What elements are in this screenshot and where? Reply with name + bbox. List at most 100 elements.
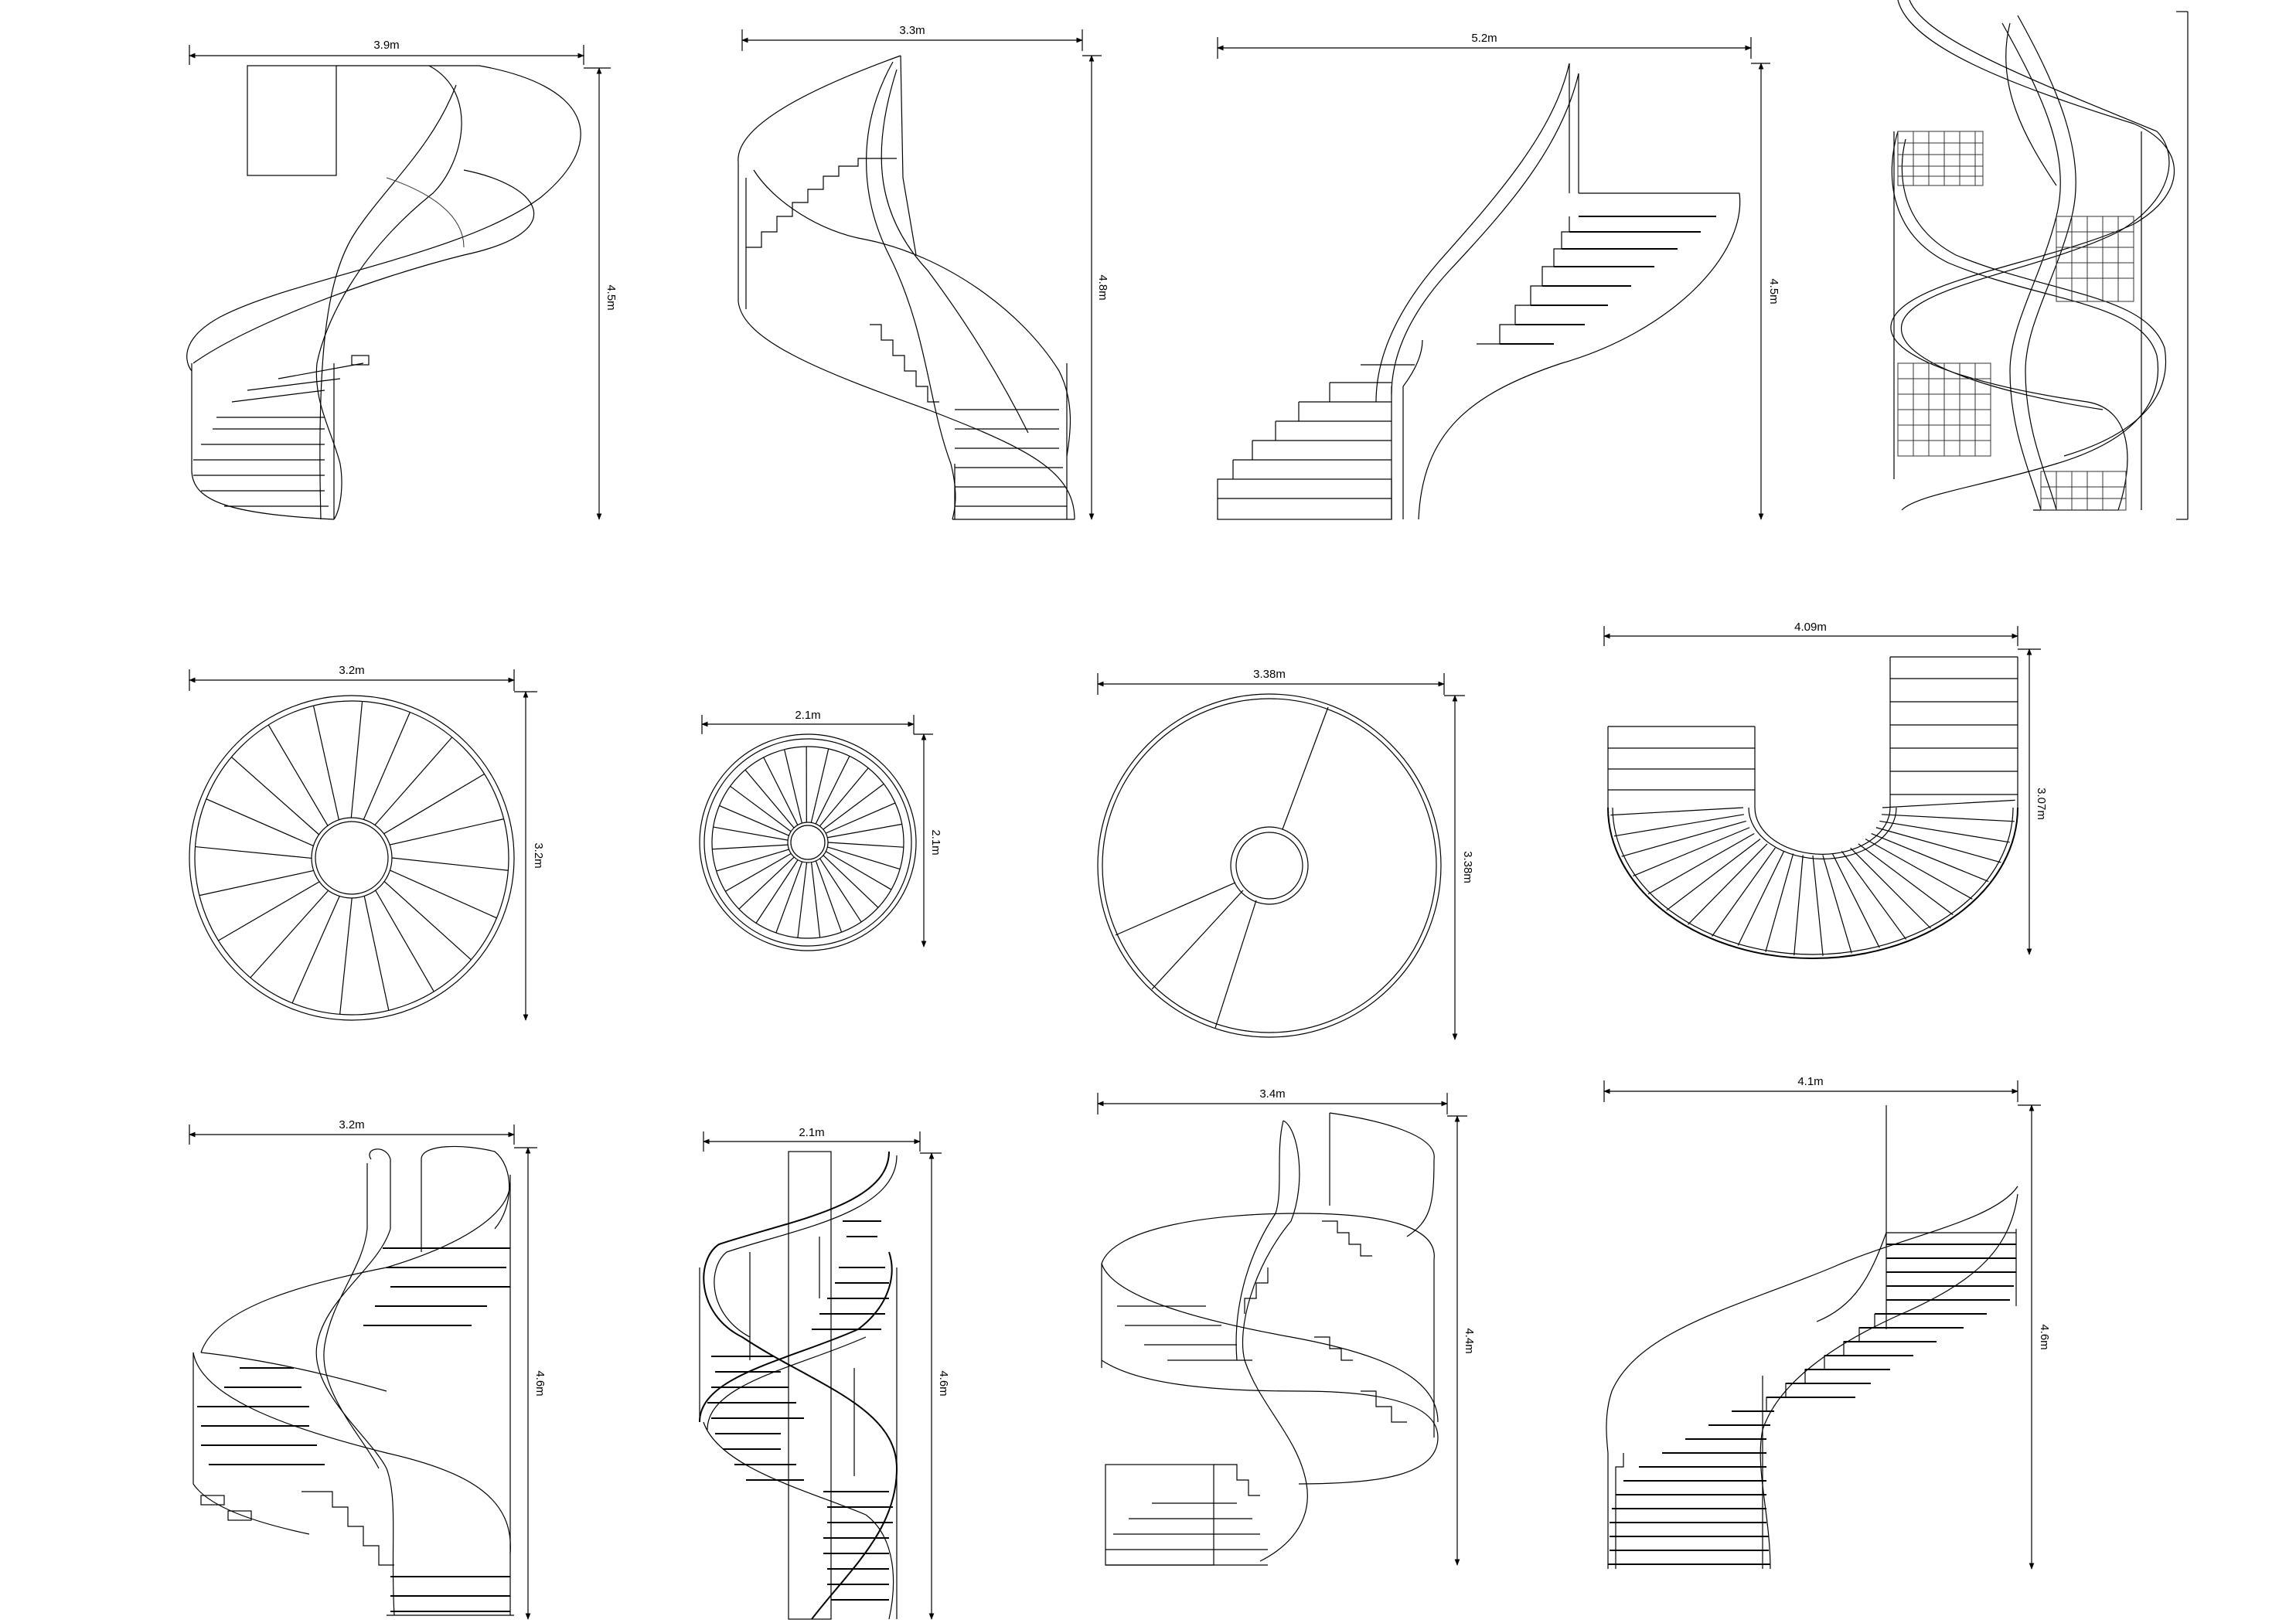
height-dimension: 4.5m bbox=[1751, 63, 1780, 520]
staircase-plan-2: 2.1m 2.1m bbox=[699, 709, 942, 951]
stair-geometry bbox=[1606, 1105, 2018, 1570]
height-label: 3.07m bbox=[2035, 788, 2048, 820]
width-dimension: 5.2m bbox=[1217, 32, 1752, 59]
height-label: 4.6m bbox=[533, 1370, 547, 1396]
staircase-elevation-1: 3.9m 4.5m bbox=[186, 39, 618, 520]
height-dimension: 3.2m bbox=[514, 691, 545, 1021]
staircase-plan-1: 3.2m 3.2m bbox=[189, 664, 545, 1021]
width-dimension: 3.38m bbox=[1097, 668, 1445, 695]
staircase-elevation-6: 2.1m 4.6m bbox=[699, 1126, 950, 1620]
tread-line bbox=[206, 798, 314, 846]
height-label: 4.4m bbox=[1463, 1328, 1476, 1353]
width-label: 4.09m bbox=[1794, 621, 1827, 634]
tread-line bbox=[390, 818, 504, 846]
stair-geometry bbox=[192, 1145, 514, 1616]
height-label: 2.1m bbox=[929, 829, 942, 855]
staircase-elevation-3: 5.2m 4.5m bbox=[1217, 32, 1780, 520]
staircase-elevation-4 bbox=[1890, 0, 2189, 520]
height-label: 3.38m bbox=[1461, 851, 1474, 883]
tread-line bbox=[383, 773, 485, 835]
stair-geometry bbox=[1097, 693, 1442, 1038]
tread-line bbox=[744, 769, 795, 829]
height-dimension: 4.6m bbox=[920, 1152, 950, 1620]
width-dimension: 2.1m bbox=[703, 1126, 921, 1152]
tread-line bbox=[1871, 832, 1989, 883]
tread-line bbox=[374, 737, 453, 825]
tread-line bbox=[827, 823, 902, 839]
tread-line bbox=[819, 858, 862, 923]
width-dimension: 3.2m bbox=[189, 1118, 515, 1145]
tread-line bbox=[390, 869, 497, 919]
width-dimension: 4.09m bbox=[1603, 621, 2018, 646]
tread-line bbox=[1812, 855, 1824, 956]
tread-line bbox=[1666, 839, 1761, 911]
tread-line bbox=[827, 842, 904, 848]
staircase-plan-4: 4.09m 3.07m bbox=[1603, 621, 2048, 959]
tread-line bbox=[1865, 839, 1973, 900]
height-label: 4.8m bbox=[1096, 274, 1109, 300]
tread-line bbox=[1621, 820, 1746, 857]
stair-geometry bbox=[1890, 0, 2175, 511]
tread-line bbox=[363, 712, 410, 820]
staircase-plan-3: 3.38m 3.38m bbox=[1097, 668, 1474, 1040]
width-label: 2.1m bbox=[799, 1126, 824, 1139]
tread-line bbox=[199, 869, 314, 897]
tread-line bbox=[823, 783, 884, 830]
height-dimension bbox=[2176, 11, 2189, 520]
staircase-elevation-8: 4.1m 4.6m bbox=[1603, 1075, 2051, 1570]
tread-line bbox=[819, 767, 869, 827]
tread-line bbox=[815, 860, 843, 933]
tread-line bbox=[383, 881, 472, 961]
tread-line bbox=[738, 856, 795, 910]
width-dimension: 4.1m bbox=[1603, 1075, 2018, 1102]
tread-line bbox=[797, 862, 808, 938]
tread-line bbox=[1882, 799, 2015, 808]
tread-line bbox=[1841, 851, 1907, 940]
tread-line bbox=[1688, 843, 1768, 925]
tread-line bbox=[218, 881, 320, 941]
width-label: 3.9m bbox=[373, 39, 399, 52]
width-dimension: 3.2m bbox=[189, 664, 515, 691]
staircase-elevation-2: 3.3m 4.8m bbox=[738, 24, 1109, 520]
tread-line bbox=[267, 724, 329, 826]
tread-line bbox=[250, 890, 329, 978]
tread-line bbox=[1831, 853, 1880, 948]
tread-line bbox=[827, 846, 901, 870]
stair-geometry bbox=[699, 733, 917, 951]
tread-line bbox=[1875, 827, 2001, 863]
stair-geometry bbox=[189, 695, 515, 1021]
width-label: 5.2m bbox=[1471, 32, 1497, 45]
width-label: 3.38m bbox=[1253, 668, 1286, 681]
stair-geometry bbox=[1101, 1112, 1439, 1566]
height-label: 4.5m bbox=[605, 284, 618, 310]
tread-line bbox=[712, 844, 789, 850]
tread-line bbox=[755, 859, 799, 924]
height-dimension: 3.38m bbox=[1444, 695, 1474, 1040]
tread-line bbox=[1822, 855, 1852, 954]
stair-geometry bbox=[738, 55, 1075, 520]
tread-line bbox=[312, 705, 339, 820]
height-label: 3.2m bbox=[532, 842, 545, 868]
tread-line bbox=[784, 749, 802, 824]
tread-line bbox=[775, 861, 803, 934]
tread-line bbox=[1633, 827, 1750, 876]
tread-line bbox=[719, 805, 789, 836]
width-dimension: 2.1m bbox=[701, 709, 915, 734]
tread-line bbox=[815, 756, 850, 825]
stair-geometry bbox=[699, 1151, 898, 1620]
tread-line bbox=[1794, 855, 1804, 956]
tread-line bbox=[1879, 820, 2010, 843]
staircase-elevation-7: 3.4m 4.4m bbox=[1097, 1087, 1476, 1566]
tread-line bbox=[391, 857, 509, 871]
height-label: 4.5m bbox=[1767, 278, 1780, 304]
tread-line bbox=[1858, 843, 1954, 916]
tread-line bbox=[1850, 847, 1931, 929]
tread-line bbox=[1610, 807, 1744, 816]
width-dimension: 3.9m bbox=[189, 39, 584, 65]
height-dimension: 4.4m bbox=[1447, 1115, 1476, 1566]
width-label: 3.4m bbox=[1259, 1087, 1285, 1101]
tread-line bbox=[1613, 814, 1745, 837]
height-dimension: 3.07m bbox=[2018, 648, 2048, 955]
tread-line bbox=[1882, 814, 2015, 822]
tread-line bbox=[1647, 832, 1755, 895]
